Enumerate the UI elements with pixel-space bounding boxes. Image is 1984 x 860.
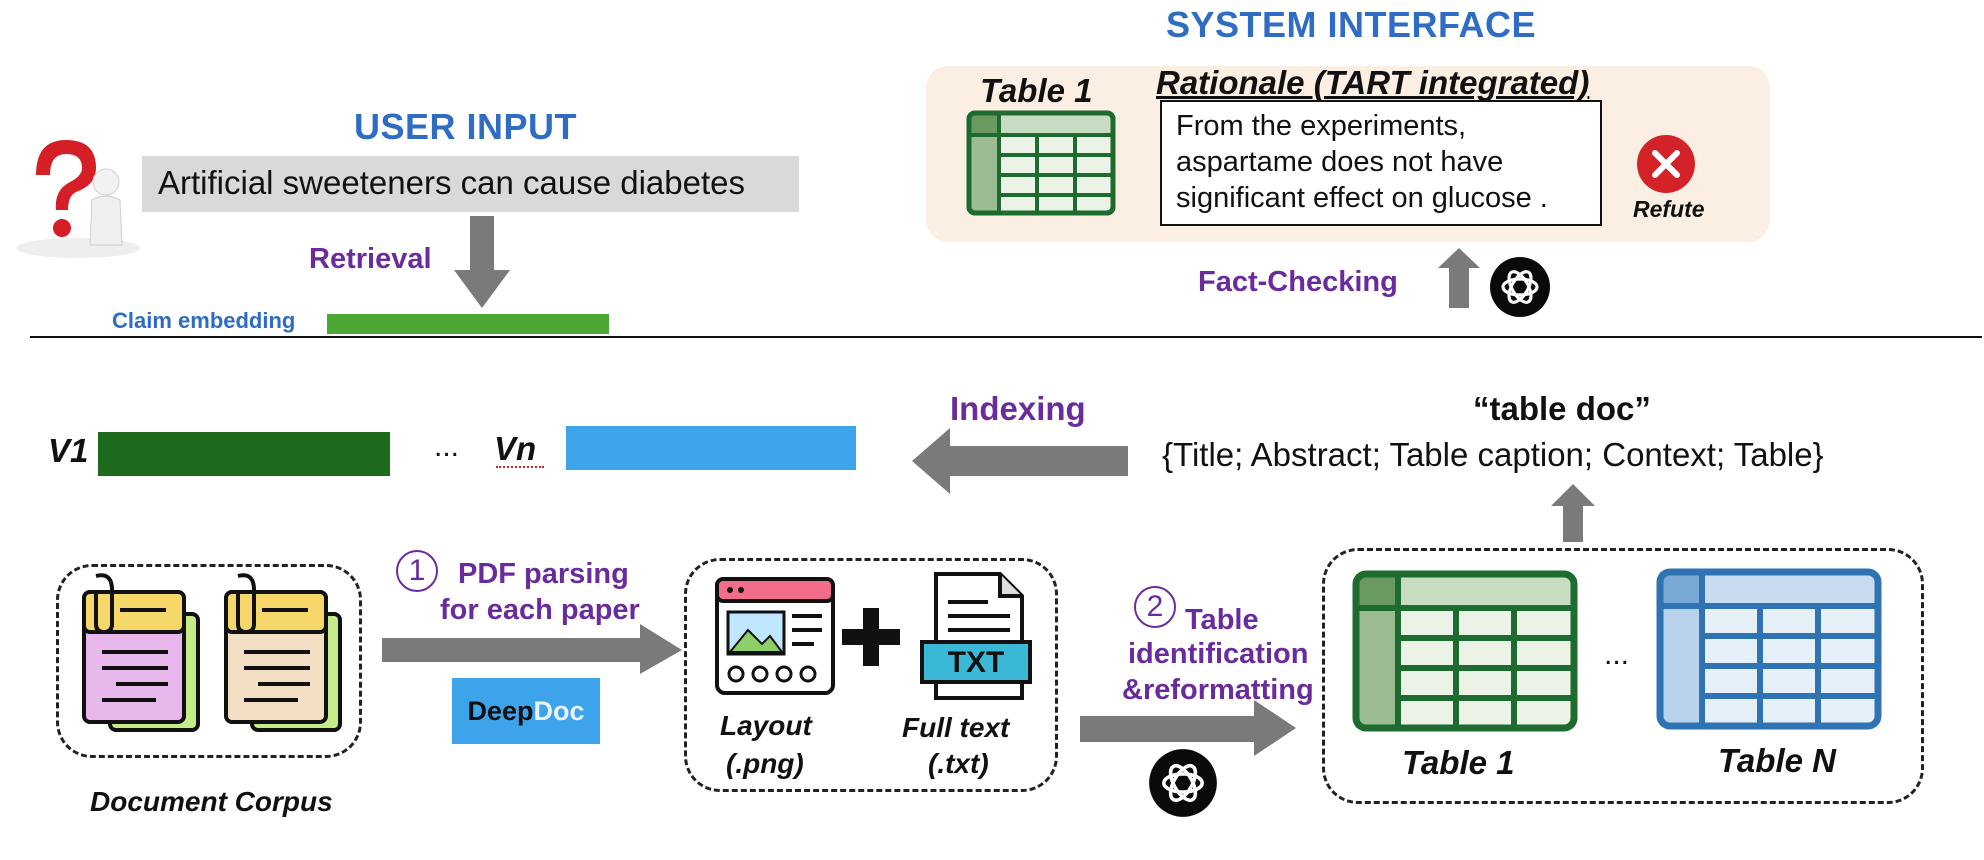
- layout-image-icon: [715, 577, 835, 695]
- rationale-line: significant effect on glucose .: [1176, 182, 1548, 214]
- table-1-caption: Table 1: [1402, 744, 1515, 781]
- plus-icon: [842, 608, 900, 666]
- rationale-title: Rationale (TART integrated): [1156, 64, 1590, 101]
- step2-number: 2: [1134, 586, 1176, 628]
- table-1-label: Table 1: [980, 72, 1093, 109]
- step1-circle: 1: [396, 550, 438, 592]
- parsed-output-box: [684, 558, 1058, 792]
- step1-line1: PDF parsing: [458, 558, 629, 590]
- step2-line3: &reformatting: [1122, 674, 1314, 706]
- rationale-text: From the experiments, aspartame does not…: [1160, 100, 1602, 226]
- step2-line2: identification: [1128, 638, 1309, 670]
- fact-checking-label: Fact-Checking: [1198, 266, 1398, 298]
- fact-checking-arrow: [1438, 248, 1480, 308]
- document-stack-icon: [82, 573, 200, 732]
- question-person-icon: [16, 140, 140, 258]
- indexing-label: Indexing: [950, 390, 1086, 427]
- openai-logo-icon: [1149, 749, 1217, 817]
- step2-circle: 2: [1134, 586, 1176, 628]
- txt-file-icon: TXT: [920, 572, 1032, 700]
- fulltext-label-line2: (.txt): [928, 748, 989, 779]
- v1-label: V1: [48, 432, 89, 469]
- retrieval-arrow: [454, 216, 510, 308]
- pdf-parsing-arrow: [382, 624, 682, 674]
- layout-label-line1: Layout: [720, 710, 812, 741]
- table-doc-arrow: [1551, 484, 1595, 542]
- refute-x-icon: [1637, 135, 1695, 193]
- vn-label: Vn: [494, 430, 537, 467]
- tables-ellipsis: ...: [1604, 638, 1630, 671]
- layout-label-line2: (.png): [726, 748, 804, 779]
- user-input-heading: USER INPUT: [354, 106, 578, 147]
- table-doc-title: “table doc”: [1473, 390, 1651, 427]
- document-stack-icon: [224, 573, 342, 732]
- document-corpus-box: [56, 564, 362, 758]
- table-1-icon: [1352, 570, 1578, 732]
- document-corpus-label: Document Corpus: [90, 786, 333, 817]
- openai-logo-icon: [1490, 257, 1550, 317]
- claim-embedding-label: Claim embedding: [112, 308, 296, 333]
- step1-line2: for each paper: [440, 594, 640, 626]
- txt-badge: TXT: [948, 646, 1005, 679]
- table-icon: [966, 110, 1116, 216]
- indexing-arrow: [912, 428, 1128, 494]
- deepdoc-text-a: Deep: [467, 695, 534, 726]
- tables-box: [1322, 548, 1924, 804]
- step2-line1: Table: [1185, 604, 1259, 636]
- table-n-icon: [1656, 568, 1882, 730]
- claim-input[interactable]: Artificial sweeteners can cause diabetes: [142, 156, 799, 212]
- fulltext-label-line1: Full text: [902, 712, 1010, 743]
- deepdoc-text-b: Doc: [533, 695, 585, 726]
- retrieval-label: Retrieval: [309, 243, 432, 275]
- table-n-caption: Table N: [1718, 742, 1836, 779]
- rationale-line: aspartame does not have: [1176, 146, 1504, 178]
- step1-number: 1: [396, 550, 438, 592]
- vn-squiggle: [496, 463, 544, 468]
- rationale-line: From the experiments,: [1176, 110, 1467, 142]
- v1-embedding-bar: [98, 432, 390, 476]
- section-divider: [30, 336, 1982, 338]
- verdict-label: Refute: [1633, 196, 1705, 222]
- vn-embedding-bar: [566, 426, 856, 470]
- ellipsis: ...: [434, 430, 460, 463]
- table-identification-arrow: [1080, 700, 1296, 756]
- table-doc-fields: {Title; Abstract; Table caption; Context…: [1162, 436, 1824, 473]
- system-interface-heading: SYSTEM INTERFACE: [1166, 4, 1537, 45]
- claim-embedding-bar: [327, 314, 609, 334]
